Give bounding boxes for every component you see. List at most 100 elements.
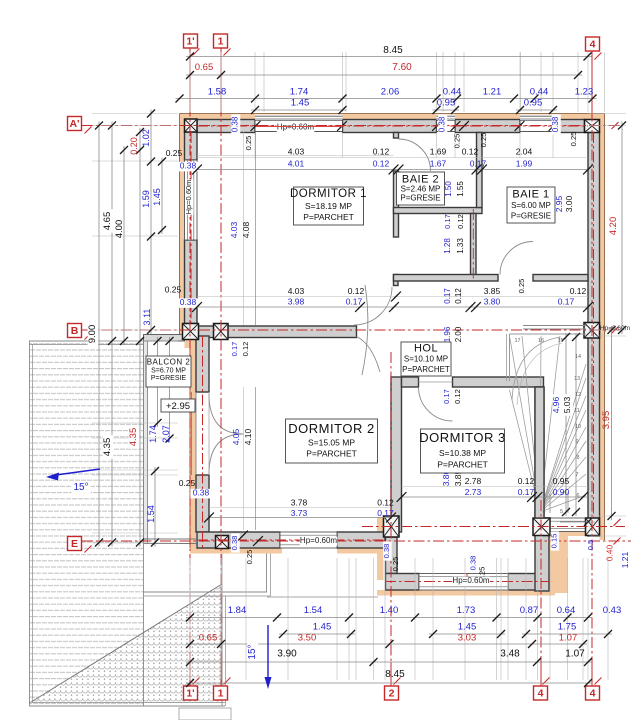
svg-text:DORMITOR 3: DORMITOR 3 (419, 430, 505, 445)
svg-text:1.21: 1.21 (483, 87, 502, 98)
svg-text:0.12: 0.12 (462, 147, 479, 157)
svg-text:0.87: 0.87 (520, 605, 539, 616)
svg-text:4.96: 4.96 (551, 396, 561, 413)
svg-text:1.07: 1.07 (565, 649, 585, 660)
svg-text:0.38: 0.38 (230, 536, 239, 551)
svg-text:2.06: 2.06 (381, 87, 400, 98)
svg-text:4: 4 (590, 688, 596, 700)
svg-text:2.04: 2.04 (516, 147, 533, 157)
svg-text:0.25: 0.25 (245, 550, 254, 565)
svg-text:7: 7 (575, 472, 578, 478)
svg-text:3.80: 3.80 (441, 469, 451, 486)
svg-text:0.95: 0.95 (524, 98, 543, 109)
svg-text:0.25: 0.25 (244, 136, 253, 151)
svg-text:0.5: 0.5 (586, 540, 595, 550)
svg-text:2.78: 2.78 (465, 476, 482, 486)
svg-text:1': 1' (186, 36, 194, 48)
svg-text:4.20: 4.20 (608, 217, 619, 236)
svg-text:1.59: 1.59 (141, 190, 151, 208)
svg-text:1: 1 (218, 688, 224, 700)
svg-text:15°: 15° (247, 644, 258, 659)
svg-text:S=6.00 MP: S=6.00 MP (511, 201, 551, 210)
svg-text:1.28: 1.28 (443, 238, 452, 254)
svg-text:9: 9 (575, 439, 578, 445)
svg-text:HOL: HOL (414, 343, 438, 355)
svg-text:4.35: 4.35 (102, 438, 113, 457)
svg-text:2.07: 2.07 (161, 425, 171, 443)
svg-text:BALCON 2: BALCON 2 (147, 358, 191, 367)
svg-text:1.74: 1.74 (290, 87, 309, 98)
svg-text:DORMITOR 2: DORMITOR 2 (288, 421, 374, 436)
svg-text:0.65: 0.65 (199, 633, 218, 644)
svg-text:0.15: 0.15 (550, 534, 559, 549)
svg-text:BAIE 2: BAIE 2 (402, 174, 439, 186)
svg-text:S=15.05 MP: S=15.05 MP (308, 438, 355, 448)
svg-text:Hp=0.60m: Hp=0.60m (300, 536, 337, 545)
svg-text:+2.95: +2.95 (166, 401, 190, 412)
svg-text:17: 17 (514, 338, 520, 344)
svg-text:0.38: 0.38 (382, 544, 391, 559)
svg-text:0.25: 0.25 (478, 567, 487, 582)
svg-text:0.25: 0.25 (517, 279, 526, 294)
svg-text:P=PARCHET: P=PARCHET (437, 460, 488, 470)
svg-text:0.38: 0.38 (551, 116, 560, 132)
svg-text:1': 1' (186, 688, 194, 700)
svg-text:0.25: 0.25 (166, 148, 183, 158)
svg-text:0.25: 0.25 (179, 478, 196, 488)
svg-text:1.55: 1.55 (456, 181, 465, 197)
svg-text:12: 12 (575, 392, 581, 398)
svg-text:3.95: 3.95 (601, 411, 612, 430)
svg-text:0.65: 0.65 (195, 62, 214, 73)
svg-text:2.00: 2.00 (454, 326, 463, 342)
svg-text:0.17: 0.17 (377, 508, 394, 518)
svg-text:0.17: 0.17 (443, 214, 452, 229)
svg-text:0.12: 0.12 (453, 389, 462, 404)
svg-text:4: 4 (590, 39, 596, 51)
svg-text:6: 6 (576, 493, 579, 499)
svg-text:15: 15 (557, 338, 563, 344)
svg-text:3.85: 3.85 (453, 469, 463, 486)
svg-text:0.12: 0.12 (377, 498, 394, 508)
svg-text:1.75: 1.75 (558, 622, 577, 633)
svg-text:4: 4 (538, 688, 544, 700)
svg-text:0.25: 0.25 (479, 133, 488, 148)
svg-text:P=GRESIE: P=GRESIE (151, 375, 187, 382)
svg-text:4.35: 4.35 (128, 428, 139, 447)
svg-text:1.21: 1.21 (620, 551, 630, 568)
svg-text:0.17: 0.17 (518, 487, 535, 497)
svg-text:3.98: 3.98 (288, 297, 305, 307)
svg-text:Hp=0.60m: Hp=0.60m (452, 576, 489, 585)
svg-text:0.25: 0.25 (165, 285, 182, 295)
svg-text:1.45: 1.45 (458, 622, 477, 633)
svg-text:0.12: 0.12 (241, 342, 250, 357)
svg-text:4.05: 4.05 (231, 428, 241, 445)
svg-text:0.12: 0.12 (373, 159, 390, 169)
svg-text:4.01: 4.01 (288, 159, 305, 169)
svg-text:P=PARCHET: P=PARCHET (303, 212, 354, 222)
svg-text:15°: 15° (73, 482, 88, 493)
svg-text:0.38: 0.38 (180, 161, 197, 171)
svg-text:3.50: 3.50 (298, 633, 317, 644)
svg-text:0.38: 0.38 (193, 488, 210, 498)
svg-text:S=2.46 MP: S=2.46 MP (401, 185, 441, 194)
svg-text:S=6.70 MP: S=6.70 MP (151, 368, 186, 375)
svg-text:S=10.10 MP: S=10.10 MP (404, 355, 448, 364)
svg-text:14: 14 (575, 354, 581, 360)
svg-text:5: 5 (560, 509, 563, 515)
svg-text:0.44: 0.44 (530, 87, 549, 98)
svg-text:S=10.38 MP: S=10.38 MP (439, 448, 486, 458)
svg-text:DORMITOR 1: DORMITOR 1 (290, 188, 367, 200)
svg-text:3.03: 3.03 (458, 633, 477, 644)
svg-text:1.50: 1.50 (444, 181, 453, 197)
svg-text:1.02: 1.02 (141, 129, 151, 147)
svg-text:8.45: 8.45 (385, 669, 405, 680)
svg-text:7.60: 7.60 (392, 62, 412, 73)
svg-text:0.90: 0.90 (553, 487, 570, 497)
svg-text:4.10: 4.10 (243, 428, 253, 445)
svg-text:0.38: 0.38 (469, 556, 478, 571)
svg-text:0.17: 0.17 (230, 342, 239, 357)
svg-text:1.45: 1.45 (152, 188, 162, 206)
svg-text:2.95: 2.95 (554, 195, 564, 212)
svg-text:1.67: 1.67 (430, 159, 447, 169)
svg-text:0.38: 0.38 (180, 297, 197, 307)
